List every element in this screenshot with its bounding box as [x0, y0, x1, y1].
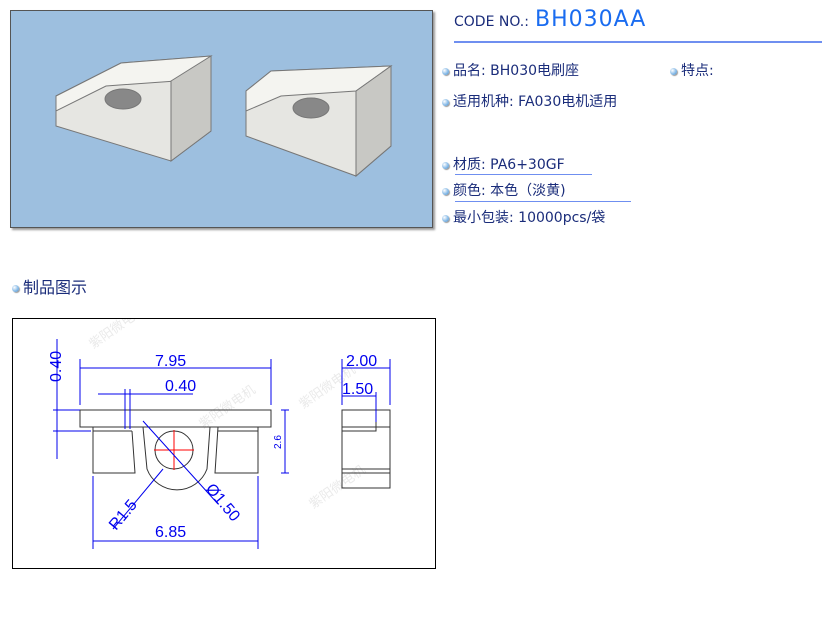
- code-value: BH030AA: [535, 7, 647, 32]
- spec-label: 适用机种:: [453, 94, 514, 110]
- divider: [455, 201, 631, 202]
- bullet-icon: [442, 67, 449, 75]
- section-title-text: 制品图示: [23, 278, 88, 297]
- watermark: 紫阳微电机: [196, 382, 258, 432]
- spec-value: 10000pcs/袋: [518, 210, 606, 226]
- spec-value: FA030电机适用: [518, 94, 618, 110]
- dim-slot-offset: 0.40: [165, 378, 196, 395]
- section-title: 制品图示: [12, 274, 87, 298]
- watermark: 紫阳微电机: [86, 319, 148, 351]
- spec-material: 材质: PA6+30GF: [442, 154, 565, 174]
- product-render: [55, 55, 393, 178]
- spec-name: 品名: BH030电刷座: [442, 60, 579, 80]
- bullet-icon: [442, 161, 449, 169]
- dim-base-width: 6.85: [155, 524, 186, 541]
- dim-height: 2.6: [273, 435, 284, 449]
- header-divider: [454, 41, 822, 43]
- spec-motor: 适用机种: FA030电机适用: [442, 91, 617, 111]
- technical-drawing: 紫阳微电机 紫阳微电机 紫阳微电机 紫阳微电机 7.95 0.40 0.40: [12, 302, 436, 569]
- spec-label: 品名:: [453, 63, 486, 79]
- dim-flange: 0.40: [48, 351, 65, 382]
- bullet-icon: [12, 285, 19, 292]
- spec-packing: 最小包装: 10000pcs/袋: [442, 207, 605, 227]
- spec-label: 材质:: [453, 157, 486, 173]
- spec-features: 特点:: [670, 60, 714, 80]
- dim-hole: Ø1.50: [202, 481, 243, 525]
- bullet-icon: [442, 187, 449, 195]
- spec-value: BH030电刷座: [490, 63, 580, 79]
- bullet-icon: [442, 98, 449, 106]
- spec-label: 最小包装:: [453, 210, 514, 226]
- code-label: CODE NO.:: [454, 14, 529, 30]
- dim-step: 1.50: [342, 381, 373, 398]
- bullet-icon: [442, 214, 449, 222]
- spec-value: 本色（淡黄): [490, 183, 566, 199]
- bullet-icon: [670, 67, 677, 75]
- spec-label: 特点:: [681, 63, 714, 79]
- divider: [455, 174, 592, 175]
- spec-color: 颜色: 本色（淡黄): [442, 180, 566, 200]
- dim-overall-width: 7.95: [155, 353, 186, 370]
- drawing-svg: 紫阳微电机 紫阳微电机 紫阳微电机 紫阳微电机 7.95 0.40 0.40: [48, 302, 391, 549]
- spec-value: PA6+30GF: [490, 157, 565, 173]
- spec-label: 颜色:: [453, 183, 486, 199]
- dim-depth: 2.00: [346, 353, 377, 370]
- product-3d-image: [10, 10, 433, 228]
